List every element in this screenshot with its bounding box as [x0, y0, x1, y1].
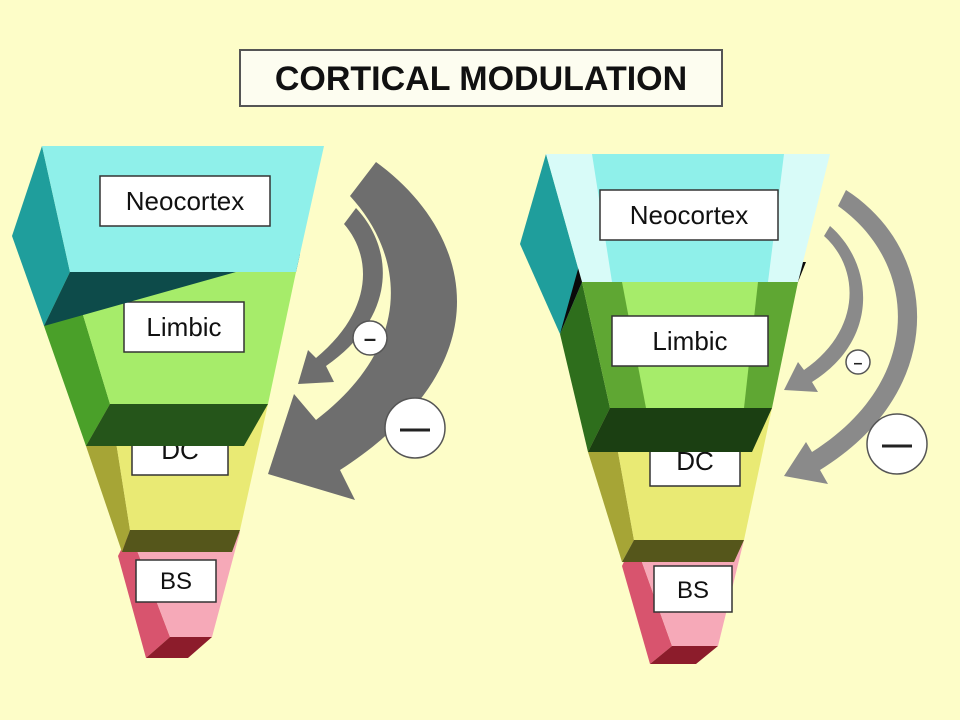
left-level-neocortex: Neocortex	[12, 146, 324, 326]
right-small-arrow	[784, 226, 864, 392]
right-inhibition-arrows: – —	[784, 190, 928, 484]
right-small-minus-circle	[845, 349, 871, 375]
left-inhibition-arrows: – —	[268, 162, 458, 500]
left-label-box-neocortex	[99, 175, 271, 227]
title-box: CORTICAL MODULATION	[239, 49, 723, 107]
left-label-bs: BS	[160, 568, 192, 595]
right-pyramid: BS DC Limbic Neocortex	[520, 154, 928, 664]
left-small-arrow	[298, 208, 383, 384]
right-large-minus-sign: —	[882, 428, 912, 461]
left-large-minus-circle	[384, 397, 446, 459]
left-label-limbic: Limbic	[146, 312, 221, 342]
left-label-box-bs	[135, 559, 217, 603]
right-label-box-limbic	[611, 315, 769, 367]
right-label-box-bs	[653, 565, 733, 613]
left-level-bs: BS	[118, 532, 240, 658]
title-text: CORTICAL MODULATION	[275, 60, 687, 98]
right-large-arrow	[784, 190, 918, 484]
right-label-bs: BS	[677, 577, 709, 604]
right-level-limbic: Limbic	[560, 282, 798, 452]
right-level-neocortex: Neocortex	[520, 154, 830, 334]
left-label-box-limbic	[123, 301, 245, 353]
right-label-box-neocortex	[599, 189, 779, 241]
right-label-limbic: Limbic	[652, 326, 727, 356]
left-pyramid: BS DC Limbic Neocortex	[12, 146, 458, 658]
right-small-minus-sign: –	[854, 355, 863, 372]
left-small-minus-sign: –	[364, 326, 376, 351]
left-label-neocortex: Neocortex	[126, 186, 245, 216]
left-small-minus-circle	[352, 320, 388, 356]
right-large-minus-circle	[866, 413, 928, 475]
left-large-minus-sign: —	[400, 412, 430, 445]
right-label-neocortex: Neocortex	[630, 200, 749, 230]
right-level-bs: BS	[622, 540, 744, 664]
left-large-arrow	[268, 162, 458, 500]
